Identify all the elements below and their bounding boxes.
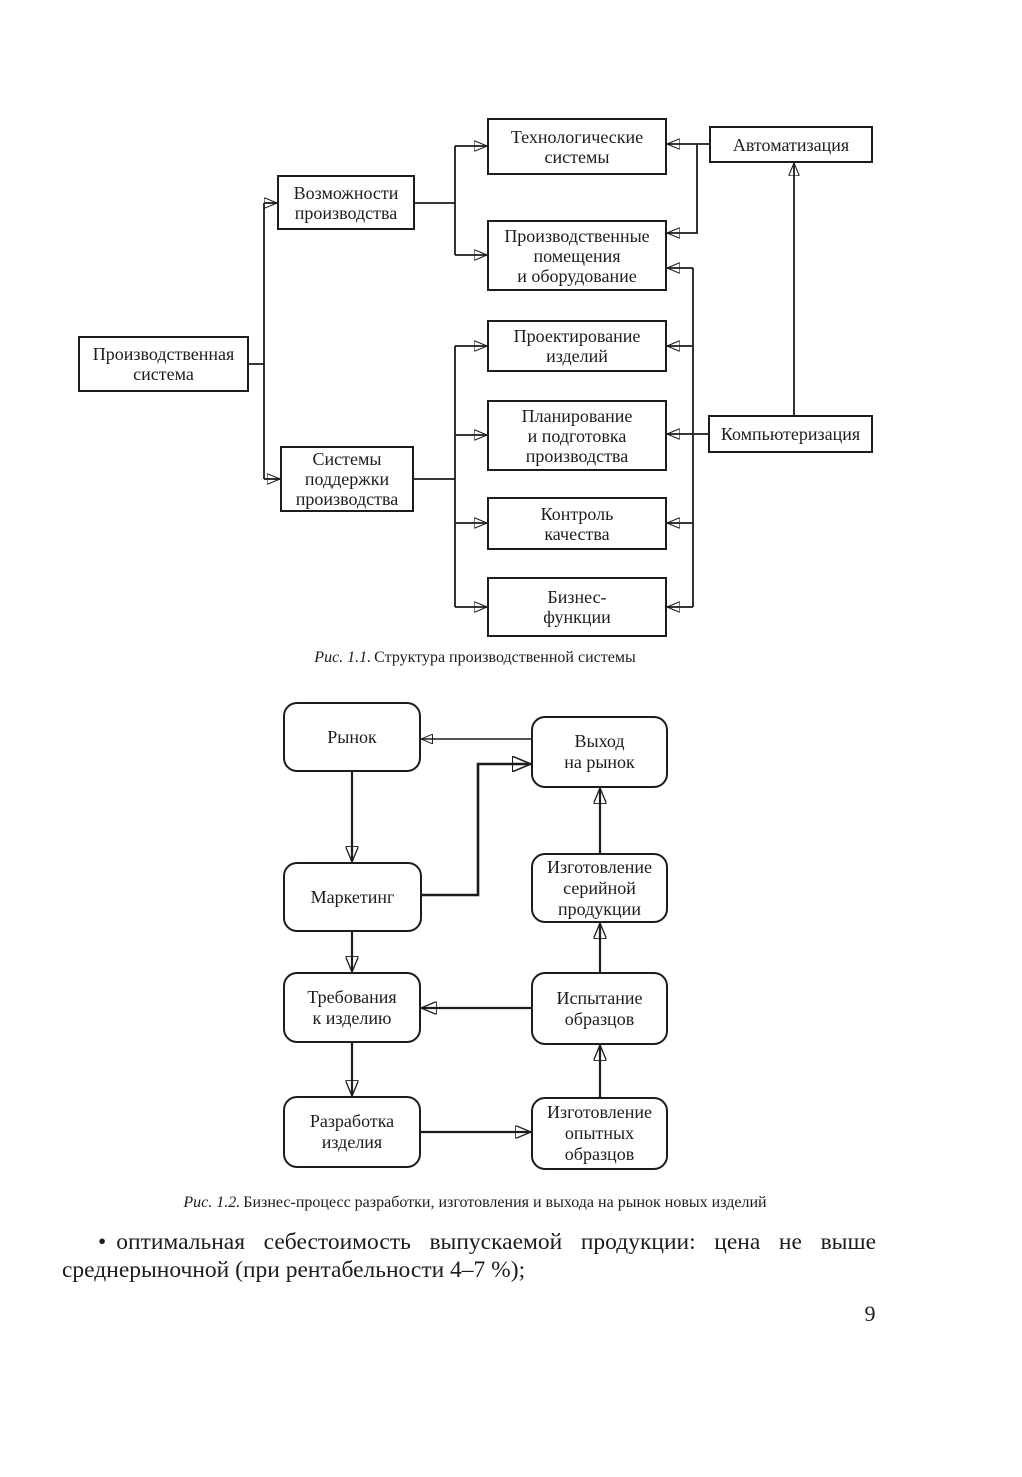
node-product-development: Разработка изделия — [283, 1096, 421, 1168]
edge-production-trunk — [249, 203, 265, 479]
figure-1-2-caption: Рис. 1.2.Бизнес-процесс разработки, изго… — [0, 1193, 950, 1213]
edge-capabilities-trunk — [415, 146, 456, 255]
node-product-requirements: Требования к изделию — [283, 972, 421, 1043]
figure-1-1-caption-label: Рис. 1.1. — [314, 649, 372, 666]
edge-support-trunk — [414, 346, 456, 607]
node-support-systems: Системы поддержки производства — [280, 446, 414, 512]
node-sample-testing: Испытание образцов — [531, 972, 668, 1045]
node-technological-systems: Технологические системы — [487, 118, 667, 175]
body-paragraph: • оптимальная себестоимость выпускаемой п… — [62, 1228, 876, 1284]
bullet-marker: • — [98, 1229, 107, 1255]
node-prototype-production: Изготовление опытных образцов — [531, 1097, 668, 1170]
node-facilities-equipment: Производственные помещения и оборудовани… — [487, 220, 667, 291]
page-number: 9 — [864, 1301, 876, 1326]
node-computerization: Компьютеризация — [708, 415, 873, 453]
body-line-1: оптимальная себестоимость выпускаемой пр… — [116, 1229, 876, 1255]
body-line-1-wrap: • оптимальная себестоимость выпускаемой п… — [62, 1228, 876, 1256]
body-line-2: среднерыночной (при рентабельности 4–7 %… — [62, 1257, 526, 1283]
node-business-functions: Бизнес- функции — [487, 577, 667, 637]
node-automation: Автоматизация — [709, 126, 873, 163]
arrow-marketing-to-exit — [422, 764, 531, 897]
figure-1-1-caption: Рис. 1.1.Структура производственной сист… — [0, 648, 950, 668]
figure-1-2-caption-text: Бизнес-процесс разработки, изготовления … — [243, 1194, 767, 1211]
node-production-capabilities: Возможности производства — [277, 175, 415, 230]
node-planning-preparation: Планирование и подготовка производства — [487, 400, 667, 471]
arrow-automation-to-facilities — [667, 144, 698, 233]
node-market-entry: Выход на рынок — [531, 716, 668, 788]
node-production-system: Производственная система — [78, 336, 249, 392]
node-quality-control: Контроль качества — [487, 497, 667, 550]
node-market: Рынок — [283, 702, 421, 772]
figure-1-1-caption-text: Структура производственной системы — [374, 649, 636, 666]
node-marketing: Маркетинг — [283, 862, 422, 932]
node-product-design: Проектирование изделий — [487, 320, 667, 372]
node-serial-production: Изготовление серийной продукции — [531, 853, 668, 923]
figure-1-2-caption-label: Рис. 1.2. — [183, 1194, 241, 1211]
